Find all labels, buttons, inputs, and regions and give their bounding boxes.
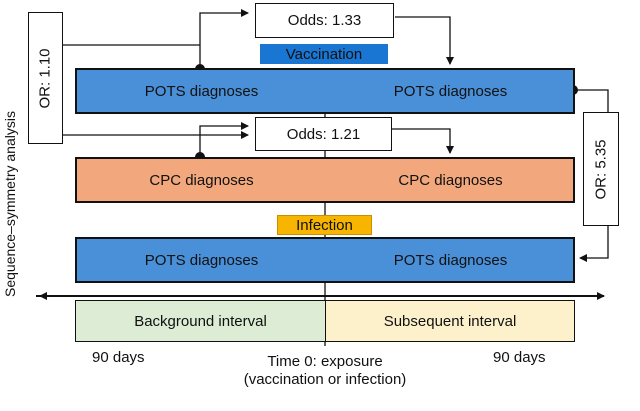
odds-top-text: Odds: 1.33 [287, 12, 362, 29]
odds-mid-connector [199, 122, 249, 157]
row2-cpc-bar: CPC diagnoses CPC diagnoses [75, 157, 575, 203]
or-right-text: OR: 5.35 [592, 138, 610, 200]
infection-label: Infection [296, 216, 353, 234]
time-zero-caption: Time 0: exposure (vaccination or infecti… [190, 353, 460, 389]
odds-top-connector [199, 9, 249, 69]
row1-left-label: POTS diagnoses [144, 82, 259, 100]
vaccination-tag: Vaccination [260, 44, 388, 64]
row2-left-label: CPC diagnoses [149, 171, 254, 189]
odds-top-box: Odds: 1.33 [255, 3, 394, 38]
odds-mid-box: Odds: 1.21 [255, 117, 392, 151]
vaccination-label: Vaccination [285, 45, 363, 63]
subsequent-interval-label: Subsequent interval [383, 312, 517, 330]
row3-pots-bar: POTS diagnoses POTS diagnoses [75, 237, 575, 283]
row1-pots-bar: POTS diagnoses POTS diagnoses [75, 68, 575, 114]
odds-top-arrow [395, 16, 454, 65]
background-interval-label: Background interval [134, 312, 267, 330]
time-zero-line1: Time 0: exposure [267, 353, 383, 370]
time-zero-line2: (vaccination or infection) [243, 371, 407, 388]
row1-right-label: POTS diagnoses [393, 82, 508, 100]
subsequent-interval-box: Subsequent interval [325, 300, 575, 342]
days-left-label: 90 days [92, 349, 145, 366]
or-left-text: OR: 1.10 [37, 47, 54, 109]
row3-right-label: POTS diagnoses [393, 251, 508, 269]
background-interval-box: Background interval [75, 300, 326, 342]
row3-left-label: POTS diagnoses [144, 251, 259, 269]
odds-mid-arrow [392, 128, 454, 154]
row2-right-label: CPC diagnoses [398, 171, 503, 189]
days-right-label: 90 days [493, 349, 546, 366]
or-right-box: OR: 5.35 [583, 112, 619, 226]
or-left-box: OR: 1.10 [28, 12, 63, 144]
or-right-connector-top [573, 89, 609, 112]
or-right-connector-bottom [579, 225, 609, 262]
infection-tag: Infection [277, 215, 372, 235]
odds-mid-text: Odds: 1.21 [286, 125, 361, 143]
y-axis-label: Sequence–symmetry analysis [2, 111, 18, 297]
